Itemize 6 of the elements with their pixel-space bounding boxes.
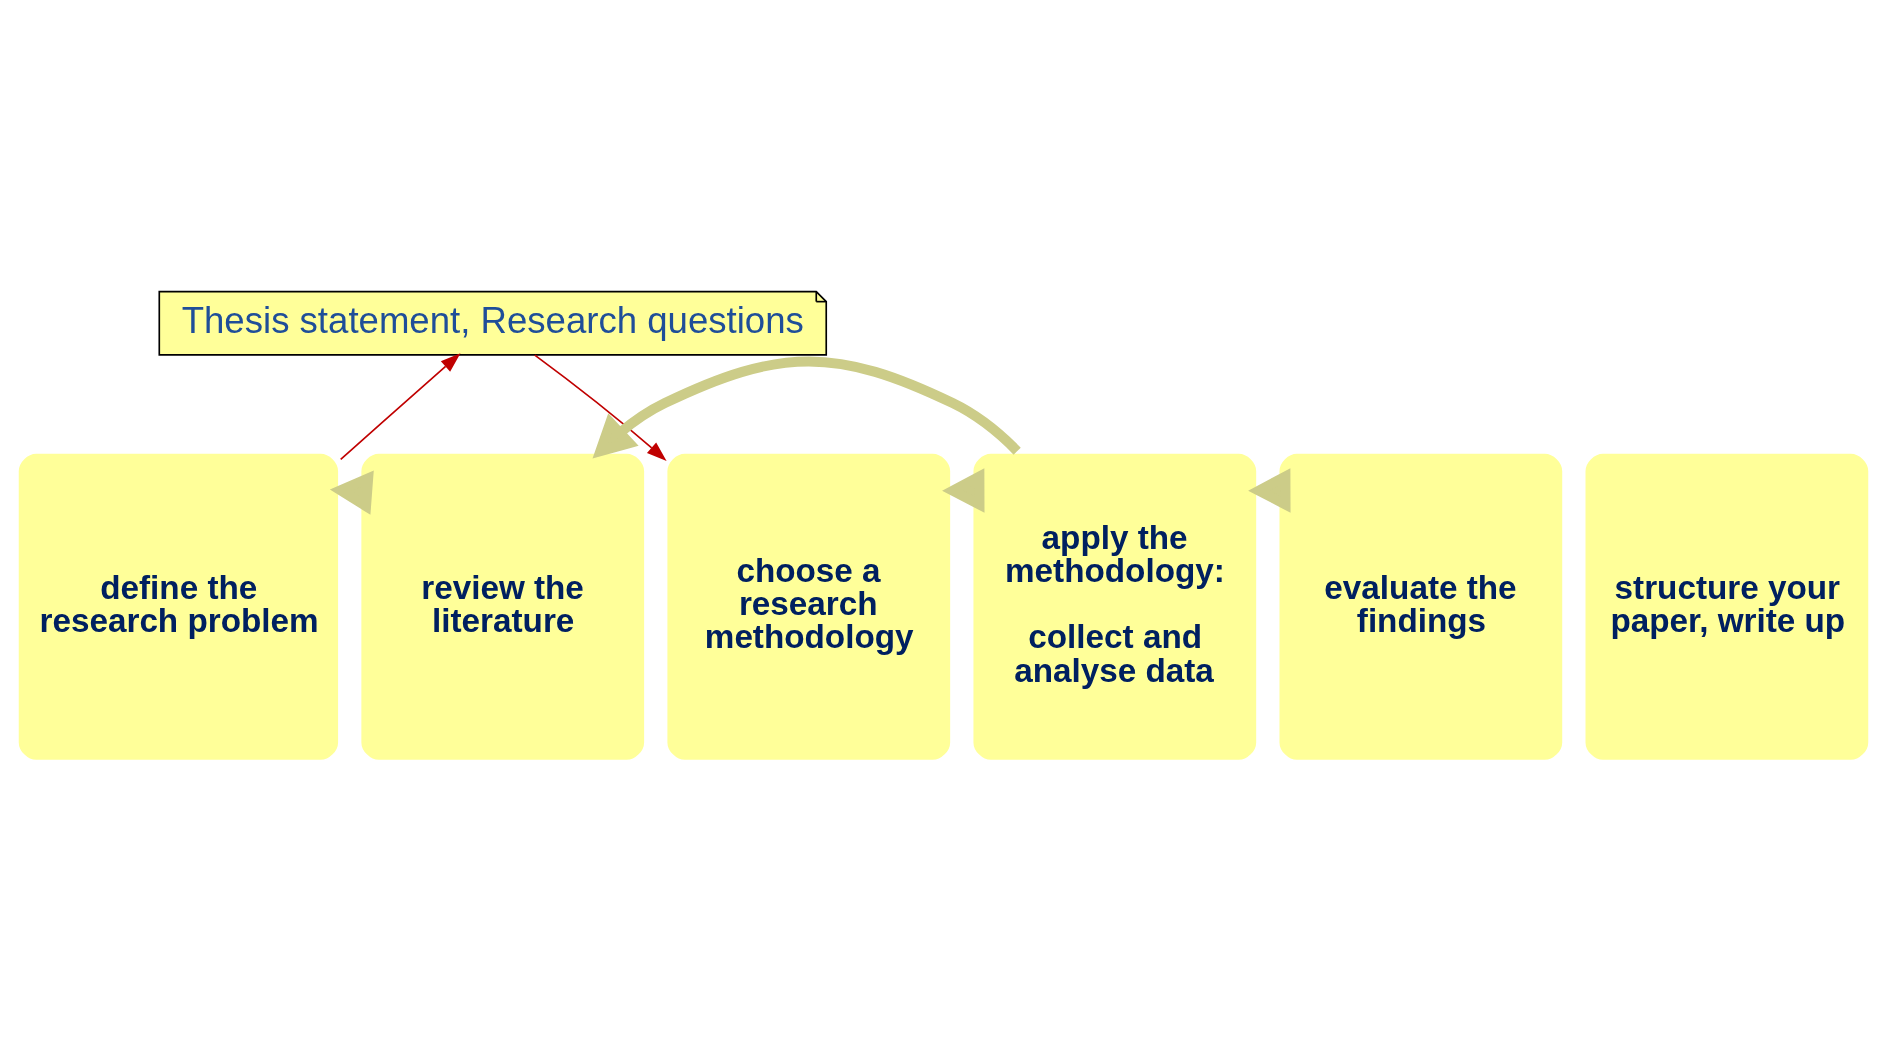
arrow — [592, 356, 1021, 459]
arrow — [533, 354, 667, 461]
arrow — [339, 353, 461, 461]
arrow — [1248, 468, 1291, 513]
arrow — [329, 470, 374, 515]
arrow — [942, 468, 985, 513]
